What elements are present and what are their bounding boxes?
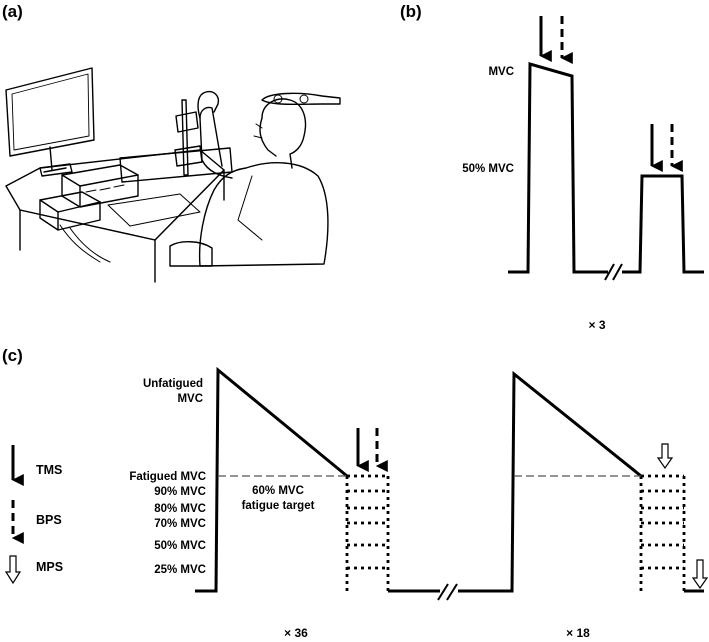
unfatigued-label: Unfatigued: [143, 378, 203, 390]
submaximal-steps-left: [345, 474, 390, 591]
level-label: 80% MVC: [154, 503, 206, 515]
level-label: Fatigued MVC: [129, 471, 206, 483]
fatigue-target-label: 60% MVC: [252, 485, 304, 497]
tms-legend-label: TMS: [36, 463, 62, 477]
panel-label-c: (c): [2, 346, 23, 365]
level-labels: Fatigued MVC 90% MVC 80% MVC 70% MVC 50%…: [129, 471, 206, 576]
level-label: 90% MVC: [154, 486, 206, 498]
stimulation-legend: TMS BPS MPS: [4, 445, 63, 585]
panel-c-protocol-trace: Unfatigued MVC Fatigued MVC 90% MVC 80% …: [129, 366, 709, 640]
mps-arrow: [656, 443, 674, 470]
unfatigued-label: MVC: [177, 393, 203, 405]
panel-c-trace-left: [195, 366, 348, 593]
repeat-count-right: × 18: [566, 626, 590, 640]
panel-label-a: (a): [2, 2, 23, 21]
dynamometer-drawing: [119, 99, 233, 183]
level-label: 50% MVC: [154, 540, 206, 552]
experimental-setup-illustration: [5, 67, 341, 283]
repeat-count-left: × 36: [284, 626, 308, 640]
repeat-count-b: × 3: [588, 318, 605, 332]
mps-legend-label: MPS: [36, 560, 63, 574]
monitor-drawing: [5, 67, 95, 177]
panel-b-force-trace: MVC 50% MVC × 3: [462, 16, 704, 332]
mps-legend-arrow: [4, 555, 22, 585]
panel-b-trace: [508, 62, 704, 274]
axis-break-mark: [437, 583, 458, 601]
mps-arrow: [691, 559, 709, 590]
submaximal-steps-right: [639, 474, 686, 591]
mvc-label: MVC: [488, 66, 514, 78]
equipment-drawing: [39, 164, 201, 263]
panel-label-b: (b): [400, 2, 422, 21]
level-label: 25% MVC: [154, 564, 206, 576]
fatigue-target-label: fatigue target: [242, 500, 315, 512]
level-label: 70% MVC: [154, 518, 206, 530]
axis-break-mark: [604, 263, 623, 281]
bps-legend-label: BPS: [36, 513, 62, 527]
desk-drawing: [5, 149, 225, 283]
participant-drawing: [169, 90, 341, 267]
panel-c-trace-middle: [388, 370, 642, 593]
half-mvc-label: 50% MVC: [462, 163, 514, 175]
